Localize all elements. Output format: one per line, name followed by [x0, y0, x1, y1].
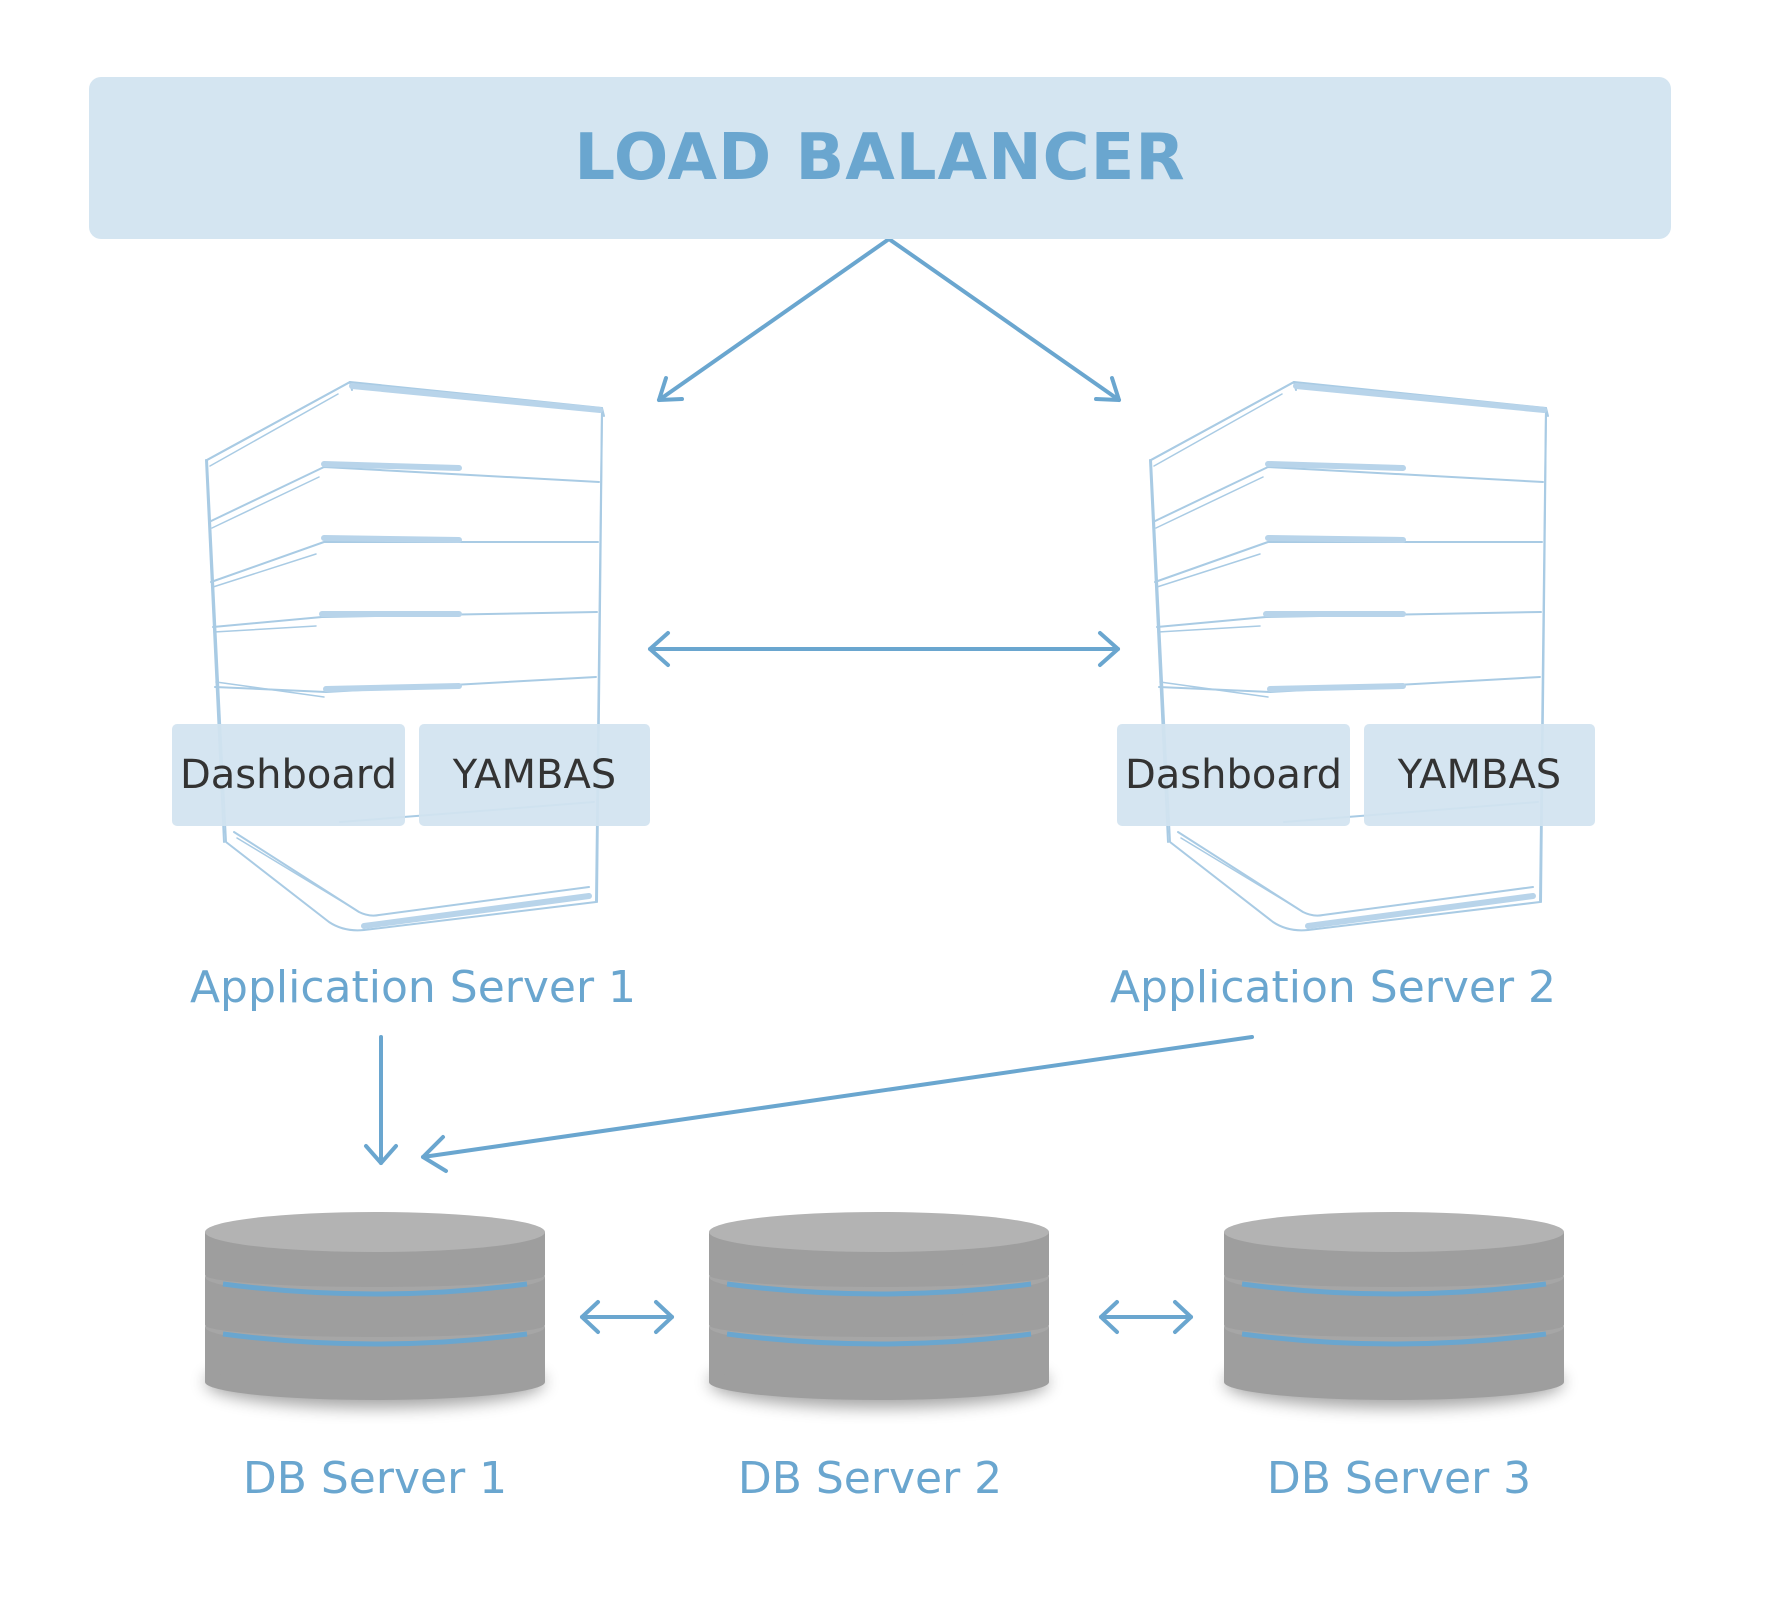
arrow-app-server-2-to-db-server-1	[421, 1035, 1254, 1173]
app-server-2-illustration	[1150, 382, 1548, 930]
db-server-2-label: DB Server 2	[737, 1453, 1003, 1504]
app-server-2-module-dashboard: Dashboard	[1117, 724, 1350, 826]
app-server-2-module-yambas: YAMBAS	[1364, 724, 1595, 826]
load-balancer-title: LOAD BALANCER	[574, 121, 1186, 195]
app-server-1-module-yambas: YAMBAS	[419, 724, 650, 826]
arrow-lb-to-app-server-2	[887, 237, 1121, 402]
app-server-1-label: Application Server 1	[189, 962, 637, 1013]
arrow-app-server-1-to-db-server-1	[364, 1035, 398, 1165]
app-server-1-illustration	[206, 382, 604, 930]
load-balancer: LOAD BALANCER	[89, 77, 1671, 239]
db-server-2-icon	[709, 1212, 1049, 1408]
db-server-1-label: DB Server 1	[242, 1453, 508, 1504]
db-server-3-label: DB Server 3	[1266, 1453, 1532, 1504]
db-server-1-icon	[205, 1212, 545, 1408]
arrow-app-server-1-to-app-server-2	[648, 631, 1120, 667]
arrow-db-server-2-to-db-server-3	[1099, 1300, 1193, 1334]
arrow-db-server-1-to-db-server-2	[580, 1300, 674, 1334]
arrow-lb-to-app-server-1	[657, 237, 891, 402]
app-server-1-module-dashboard: Dashboard	[172, 724, 405, 826]
db-server-3-icon	[1224, 1212, 1564, 1408]
app-server-2-label: Application Server 2	[1109, 962, 1557, 1013]
